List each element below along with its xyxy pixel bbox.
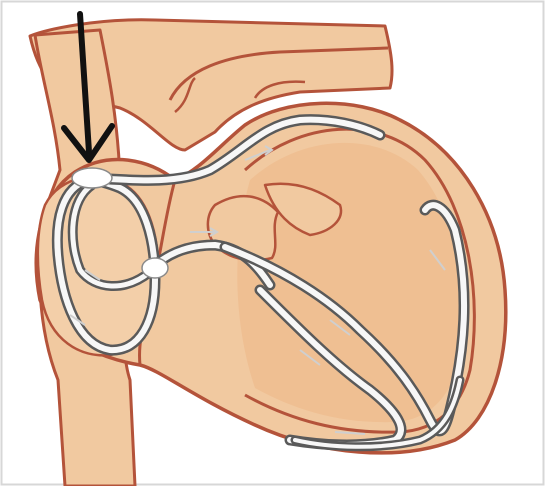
sa-node <box>72 168 112 188</box>
av-node <box>142 258 168 278</box>
